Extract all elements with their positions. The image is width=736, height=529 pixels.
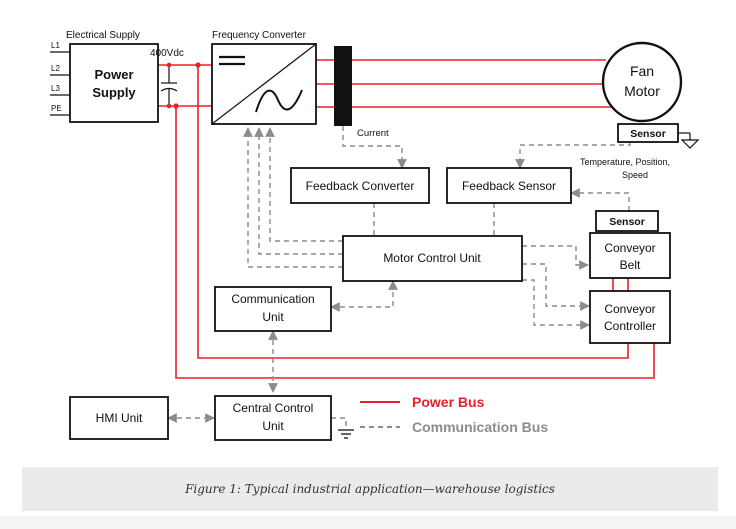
motor-control-unit: Motor Control Unit [342, 235, 523, 282]
electrical-supply-label: Electrical Supply [66, 30, 140, 41]
supply-input-lines [50, 51, 70, 116]
hmi-unit-label: HMI Unit [96, 411, 143, 425]
figure-caption: Figure 1: Typical industrial application… [185, 482, 555, 496]
conveyor-belt-title-1: Conveyor [604, 241, 655, 255]
voltage-label: 400Vdc [150, 48, 184, 59]
sensor-note-2: Speed [622, 170, 648, 180]
dc-link-capacitor [160, 65, 178, 106]
power-bus-lines [158, 59, 655, 379]
conveyor-sensor-box [595, 210, 659, 232]
input-l1-label: L1 [51, 41, 60, 50]
central-control-unit: Central Control Unit [214, 395, 332, 441]
conveyor-sensor-label: Sensor [609, 216, 645, 228]
communication-unit-title-2: Unit [262, 310, 284, 324]
fan-motor-title-1: Fan [630, 63, 654, 79]
fan-motor-title-2: Motor [624, 83, 660, 99]
legend: Power Bus Communication Bus [360, 394, 548, 435]
frequency-converter-label: Frequency Converter [212, 30, 307, 41]
frequency-converter: Frequency Converter Current [211, 30, 389, 139]
page-bottom-strip [0, 516, 736, 529]
feedback-converter-box [290, 167, 430, 204]
communication-unit-title-1: Communication [231, 292, 314, 306]
electrical-supply-section: Electrical Supply L1 L2 L3 PE Power Supp… [50, 30, 201, 123]
fan-motor: Fan Motor Sensor Temperature, Position, … [580, 41, 700, 180]
figure-caption-bar: Figure 1: Typical industrial application… [22, 467, 718, 511]
power-supply-box [69, 43, 159, 123]
input-l2-label: L2 [51, 64, 60, 73]
sine-wave-icon [255, 89, 303, 113]
central-control-title-1: Central Control [233, 401, 314, 415]
feedback-sensor-label: Feedback Sensor [462, 179, 556, 193]
junction-dots [166, 62, 201, 109]
central-control-title-2: Unit [262, 419, 284, 433]
power-supply-title-1: Power [94, 67, 133, 82]
motor-control-unit-label: Motor Control Unit [383, 251, 481, 265]
output-filter-bar [334, 46, 352, 126]
sensor-note-1: Temperature, Position, [580, 157, 670, 167]
legend-comm-label: Communication Bus [412, 419, 548, 435]
power-supply-title-2: Supply [92, 85, 136, 100]
input-l3-label: L3 [51, 84, 60, 93]
central-ground-icon [338, 429, 354, 439]
hmi-unit: HMI Unit [69, 396, 169, 440]
sensor-ground-icon [678, 132, 700, 149]
legend-power-label: Power Bus [412, 394, 485, 410]
hmi-unit-box [69, 396, 169, 440]
central-control-unit-box [214, 395, 332, 441]
conveyor-controller-box [589, 290, 671, 344]
feedback-converter: Feedback Converter [290, 167, 430, 204]
input-pe-label: PE [51, 104, 62, 113]
motor-control-unit-box [342, 235, 523, 282]
feedback-converter-label: Feedback Converter [306, 179, 415, 193]
conveyor-belt-box [589, 232, 671, 279]
conveyor-controller-title-1: Conveyor [604, 302, 655, 316]
conveyor-controller: Conveyor Controller [589, 290, 671, 344]
communication-unit-box [214, 286, 332, 332]
feedback-sensor: Feedback Sensor [446, 167, 572, 204]
conveyor-sensor: Sensor [595, 210, 659, 232]
communication-unit: Communication Unit [214, 286, 332, 332]
fan-motor-circle [601, 41, 683, 123]
conveyor-controller-title-2: Controller [604, 319, 656, 333]
communication-bus-lines [167, 126, 631, 430]
conveyor-belt-title-2: Belt [620, 258, 641, 272]
current-label: Current [357, 128, 389, 139]
feedback-sensor-box [446, 167, 572, 204]
conveyor-belt: Conveyor Belt [589, 232, 671, 279]
fan-sensor-label: Sensor [630, 128, 666, 140]
